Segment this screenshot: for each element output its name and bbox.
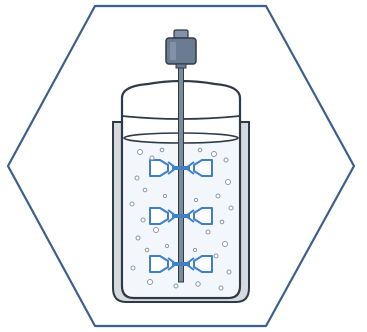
bubble-icon bbox=[159, 147, 165, 153]
bubble-icon bbox=[162, 193, 168, 199]
bubble-icon bbox=[130, 265, 136, 271]
bubble-icon bbox=[134, 175, 140, 181]
bubble-icon bbox=[153, 227, 159, 233]
bubble-icon bbox=[218, 285, 224, 291]
bubble-icon bbox=[193, 197, 199, 203]
bubble-icon bbox=[129, 201, 135, 207]
bubble-icon bbox=[140, 217, 146, 223]
hexagon-frame bbox=[6, 4, 356, 328]
bubble-icon bbox=[173, 283, 179, 289]
bubble-icon bbox=[226, 269, 232, 275]
bubble-icon bbox=[147, 279, 153, 285]
bubble-icon bbox=[144, 247, 150, 253]
bubble-icon bbox=[219, 219, 225, 225]
bubble-icon bbox=[222, 241, 228, 247]
impeller-icon bbox=[149, 159, 213, 177]
bubble-icon bbox=[211, 151, 217, 157]
bubble-icon bbox=[142, 187, 148, 193]
impeller-group bbox=[149, 159, 213, 273]
bubble-icon bbox=[137, 149, 143, 155]
bubble-icon bbox=[164, 243, 170, 249]
bubble-icon bbox=[215, 193, 221, 199]
bubble-icon bbox=[135, 235, 141, 241]
impeller-icon bbox=[149, 255, 213, 273]
bubble-group bbox=[129, 147, 234, 291]
bubble-icon bbox=[223, 157, 229, 163]
bubble-icon bbox=[225, 179, 231, 185]
bubble-icon bbox=[197, 147, 203, 153]
bubble-icon bbox=[228, 205, 234, 211]
bubble-icon bbox=[192, 247, 198, 253]
agitator-shaft bbox=[178, 65, 184, 283]
motor-icon bbox=[165, 29, 197, 69]
impeller-icon bbox=[149, 207, 213, 225]
bubble-icon bbox=[149, 155, 155, 161]
bubble-icon bbox=[195, 281, 201, 287]
bubble-icon bbox=[205, 229, 211, 235]
bubble-icon bbox=[213, 253, 219, 259]
